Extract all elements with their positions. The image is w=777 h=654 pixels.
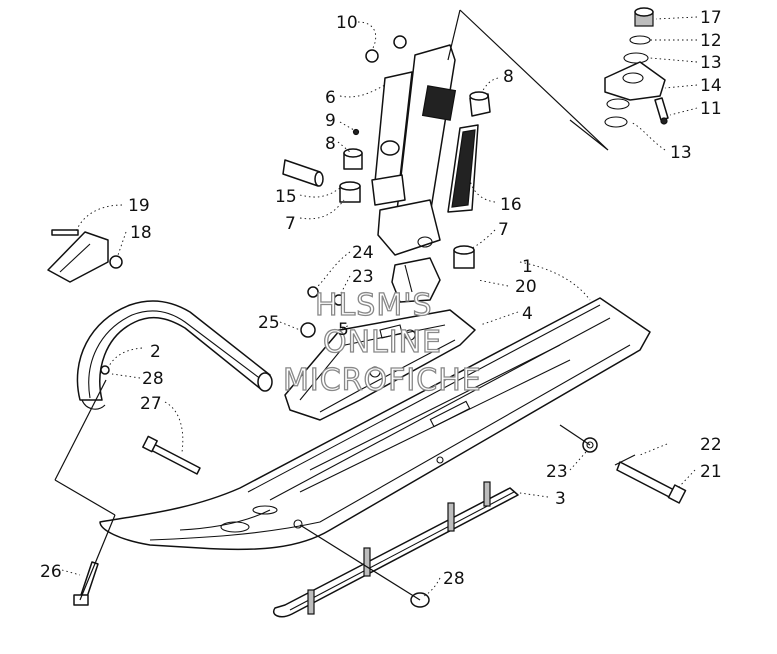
bumper-bracket	[47, 229, 123, 283]
callout-7b: 7	[498, 220, 509, 240]
callout-13a: 13	[700, 53, 722, 73]
callout-25: 25	[258, 313, 280, 333]
callout-4: 4	[522, 304, 533, 324]
leader-lines	[61, 16, 698, 597]
callout-28b: 28	[443, 569, 465, 589]
callout-11: 11	[700, 99, 722, 119]
callout-21: 21	[700, 462, 722, 482]
callout-1: 1	[522, 257, 533, 277]
callout-17: 17	[700, 8, 722, 28]
callout-12: 12	[700, 31, 722, 51]
callout-20: 20	[515, 277, 537, 297]
callout-15: 15	[275, 187, 297, 207]
callout-27: 27	[140, 394, 162, 414]
callout-2: 2	[150, 342, 161, 362]
callout-23a: 23	[352, 267, 374, 287]
callout-26: 26	[40, 562, 62, 582]
callout-14: 14	[700, 76, 722, 96]
callout-6: 6	[325, 88, 336, 108]
callout-28a: 28	[142, 369, 164, 389]
watermark-line-1: HLSM'S	[315, 288, 433, 323]
watermark: HLSM'S ONLINE MICROFICHE	[282, 287, 482, 398]
spacer-block	[391, 257, 441, 303]
callout-9: 9	[325, 111, 336, 131]
callout-7a: 7	[285, 214, 296, 234]
callout-18: 18	[130, 223, 152, 243]
small-hardware	[73, 286, 687, 608]
callout-3: 3	[555, 489, 566, 509]
assembly-lines	[54, 9, 609, 601]
ski-saddle	[284, 309, 476, 421]
wear-bar	[273, 481, 519, 618]
callout-16: 16	[500, 195, 522, 215]
callout-10: 10	[336, 13, 358, 33]
callout-8b: 8	[503, 67, 514, 87]
callout-5: 5	[338, 320, 349, 340]
callout-8a: 8	[325, 134, 336, 154]
callout-numbers: 1 2 3 4 5 6 7 7 8 8 9 10 11 12 13 13 14 …	[40, 8, 722, 589]
callout-24: 24	[352, 243, 374, 263]
ski-handle	[76, 300, 273, 410]
callout-22: 22	[700, 435, 722, 455]
ski-body	[99, 297, 651, 551]
callout-13b: 13	[670, 143, 692, 163]
steering-arm-hardware	[604, 7, 669, 128]
spindle-assembly	[282, 35, 491, 269]
watermark-line-3: MICROFICHE	[283, 363, 482, 398]
callout-23b: 23	[546, 462, 568, 482]
watermark-line-2: ONLINE	[323, 325, 442, 360]
callout-19: 19	[128, 196, 150, 216]
